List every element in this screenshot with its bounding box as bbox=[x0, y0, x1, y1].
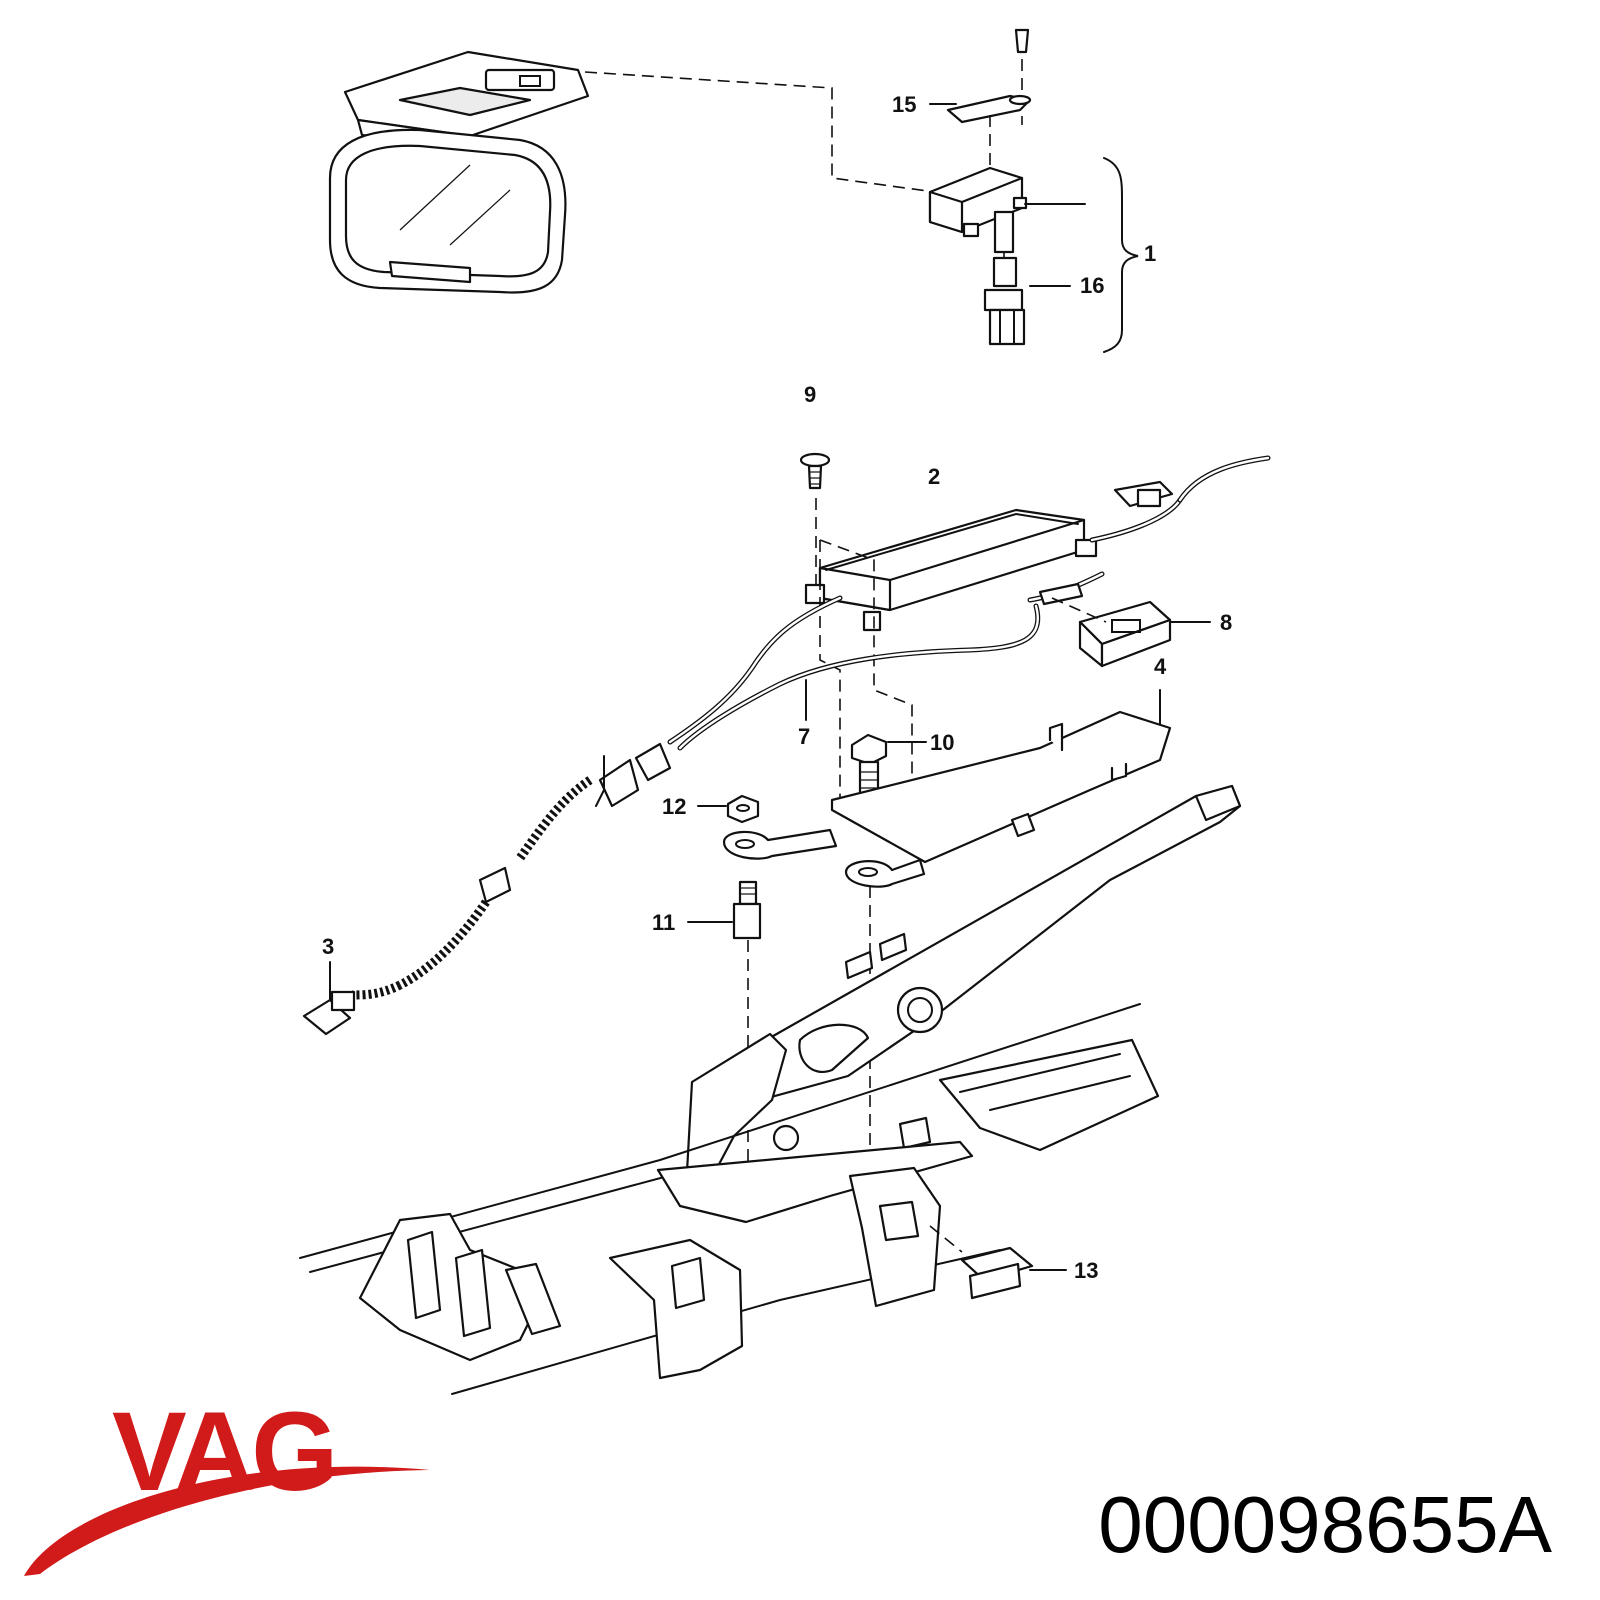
callout-12: 12 bbox=[662, 794, 686, 819]
part-1-control-unit bbox=[928, 166, 1086, 254]
rear-view-mirror bbox=[328, 50, 590, 294]
part-2-module bbox=[804, 508, 1098, 632]
ground-lug bbox=[722, 828, 926, 888]
callout-7: 7 bbox=[798, 724, 810, 749]
part-10-bolt bbox=[850, 733, 927, 798]
part-4-bracket bbox=[830, 689, 1172, 864]
callout-15: 15 bbox=[892, 92, 916, 117]
callout-8: 8 bbox=[1220, 610, 1232, 635]
callout-9: 9 bbox=[804, 382, 816, 407]
callout-13: 13 bbox=[1074, 1258, 1098, 1283]
part-8-connector bbox=[1027, 571, 1211, 668]
part-3-plug bbox=[302, 961, 356, 1036]
part-9-screw bbox=[799, 452, 831, 490]
part-12-nut bbox=[697, 794, 760, 824]
callout-3: 3 bbox=[322, 934, 334, 959]
logo-text: VAG bbox=[112, 1389, 334, 1514]
handbrake-lever bbox=[684, 784, 1242, 1202]
part-16-connector bbox=[983, 256, 1071, 346]
assembly-brace bbox=[1103, 157, 1139, 353]
part-7-wiring-harness bbox=[351, 595, 1041, 1000]
part-15-bracket bbox=[946, 28, 1032, 125]
callout-11: 11 bbox=[652, 910, 675, 935]
logo-swoosh bbox=[24, 1466, 430, 1576]
antenna-cable bbox=[1089, 455, 1271, 543]
callout-16: 16 bbox=[1080, 273, 1104, 298]
part-11-stud bbox=[687, 880, 762, 940]
callout-4: 4 bbox=[1154, 654, 1167, 679]
mirror-leader-line bbox=[584, 71, 936, 193]
callout-2: 2 bbox=[928, 464, 940, 489]
part-13-clip bbox=[929, 1225, 1067, 1300]
callout-1: 1 bbox=[1144, 241, 1156, 266]
part-number: 000098655A bbox=[1098, 1480, 1552, 1569]
callout-10: 10 bbox=[930, 730, 954, 755]
floor-tunnel bbox=[299, 1003, 1160, 1395]
vag-logo: VAG bbox=[24, 1389, 430, 1576]
